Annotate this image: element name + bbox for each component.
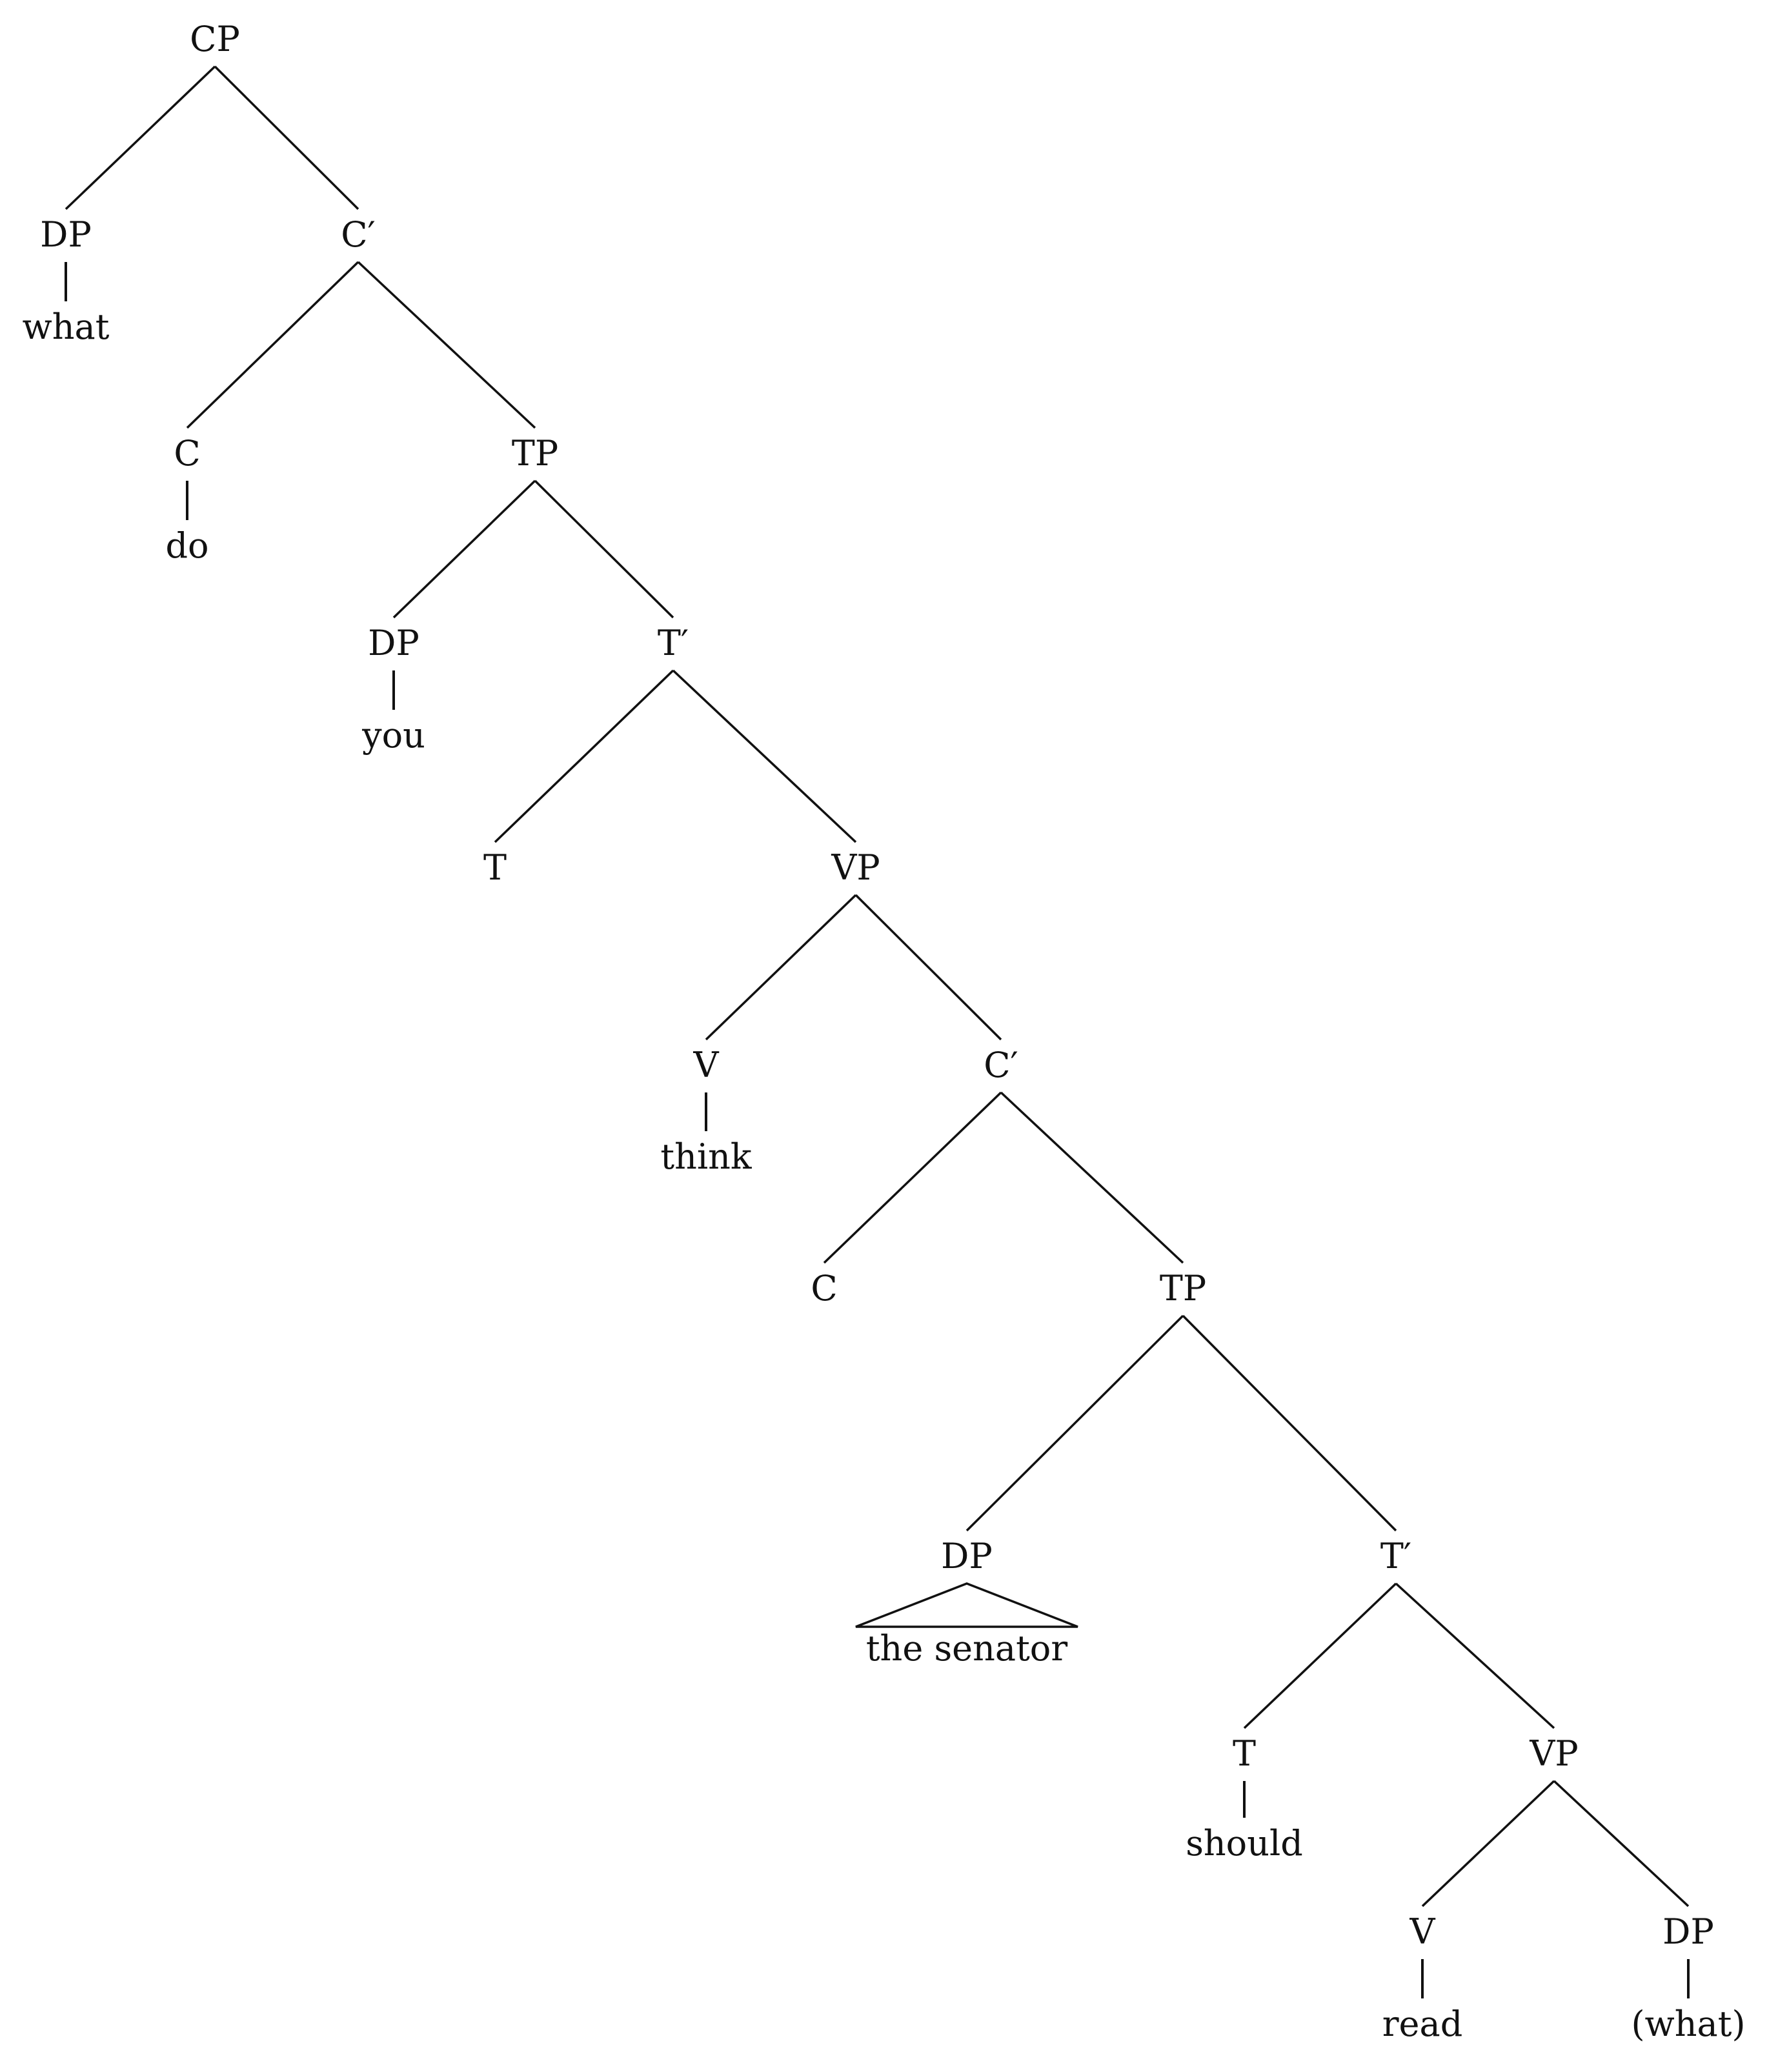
node-v1: V bbox=[693, 1045, 719, 1085]
terminal-what2: (what) bbox=[1631, 2004, 1746, 2044]
branch-vp1-cbar2 bbox=[854, 894, 1002, 1041]
branch-tp1-tbar1 bbox=[534, 479, 674, 619]
node-tp2: TP bbox=[1159, 1268, 1207, 1309]
branch-cbar1-tp1 bbox=[357, 261, 536, 429]
node-dp3: DP bbox=[941, 1536, 993, 1576]
branch-tp2-dp3 bbox=[965, 1314, 1184, 1532]
terminal-read: read bbox=[1382, 2004, 1463, 2044]
branch-tp1-dp2 bbox=[392, 479, 536, 619]
node-c2: C bbox=[811, 1268, 838, 1309]
terminal-what1: what bbox=[22, 307, 110, 347]
branch-tp2-tbar2 bbox=[1182, 1314, 1397, 1532]
node-vp2: VP bbox=[1530, 1733, 1579, 1774]
branch-tbar1-vp1 bbox=[672, 669, 857, 843]
branch-cp-dp1 bbox=[65, 65, 216, 210]
node-t2: T bbox=[1232, 1733, 1257, 1774]
node-c1: C bbox=[174, 433, 201, 474]
node-v2: V bbox=[1409, 1911, 1435, 1952]
node-cbar1: C′ bbox=[341, 214, 376, 255]
terminal-senator: the senator bbox=[865, 1628, 1068, 1669]
branch-cbar1-c1 bbox=[186, 261, 359, 429]
node-dp4: DP bbox=[1662, 1911, 1714, 1952]
branch-tbar2-t2 bbox=[1243, 1582, 1397, 1729]
branch-vp2-v2 bbox=[1421, 1780, 1555, 1907]
node-vp1: VP bbox=[831, 847, 880, 888]
node-dp1: DP bbox=[40, 214, 92, 255]
node-dp2: DP bbox=[368, 623, 419, 663]
branch-tbar1-t1 bbox=[494, 669, 674, 843]
branch-vp1-v1 bbox=[705, 894, 857, 1041]
terminal-you: you bbox=[362, 715, 425, 756]
branch-cp-cbar1 bbox=[214, 65, 359, 210]
branch-cbar2-c2 bbox=[823, 1091, 1002, 1264]
branch-tbar2-vp2 bbox=[1395, 1582, 1555, 1729]
terminal-do: do bbox=[165, 525, 209, 566]
node-cp: CP bbox=[190, 19, 240, 59]
node-tbar2: T′ bbox=[1380, 1536, 1412, 1576]
triangle-dp3 bbox=[855, 1582, 1078, 1628]
branch-vp2-dp4 bbox=[1553, 1780, 1690, 1907]
terminal-think: think bbox=[660, 1136, 752, 1177]
node-tp1: TP bbox=[511, 433, 559, 474]
branch-cbar2-tp2 bbox=[1000, 1091, 1184, 1264]
terminal-should: should bbox=[1186, 1823, 1303, 1864]
node-tbar1: T′ bbox=[657, 623, 689, 663]
node-cbar2: C′ bbox=[984, 1045, 1018, 1085]
node-t1: T bbox=[483, 847, 507, 888]
